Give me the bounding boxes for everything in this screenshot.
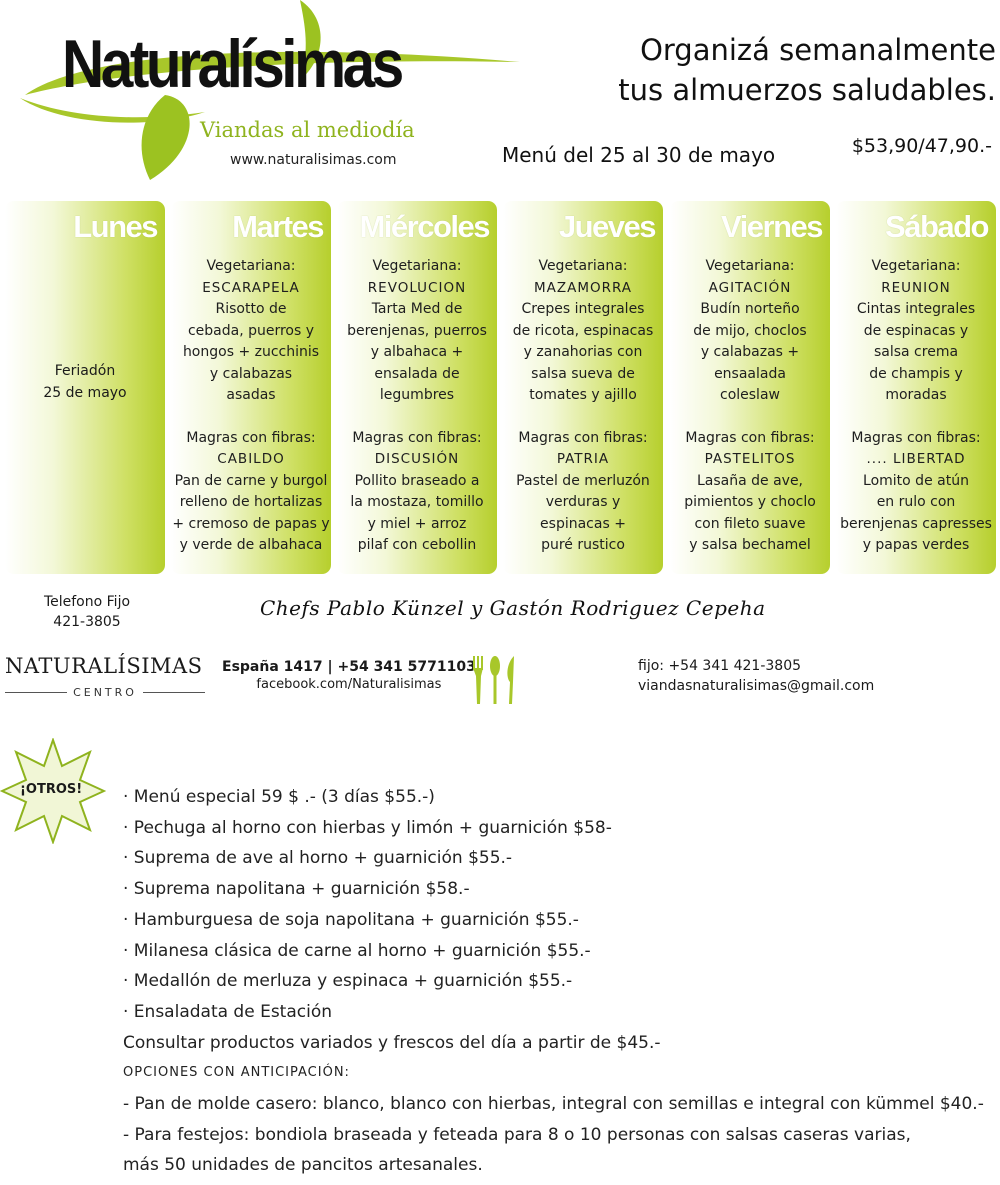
brand-title: Naturalísimas — [62, 26, 404, 102]
address-block: España 1417 | +54 341 5771103 facebook.c… — [222, 658, 476, 694]
veg-label: Vegetariana: — [206, 258, 296, 274]
menu-dates: Menú del 25 al 30 de mayo — [502, 143, 776, 167]
list-item: · Ensaladata de Estación — [123, 1001, 333, 1022]
centro-logo-sub: CENTRO — [5, 686, 206, 699]
day-menu: Vegetariana: REVOLUCION Tarta Med de ber… — [337, 256, 497, 557]
lean-dish: Pastel de merluzón verduras y espinacas … — [516, 472, 650, 554]
list-item: · Milanesa clásica de carne al horno + g… — [123, 940, 591, 961]
lean-name: DISCUSIÓN — [374, 451, 460, 467]
contact-block: fijo: +54 341 421-3805 viandasnaturalisi… — [638, 656, 874, 696]
day-card-sabado: Sábado Vegetariana: REUNION Cintas integ… — [836, 201, 996, 574]
holiday-note: Feriadón 25 de mayo — [43, 363, 127, 401]
option-item: - Para festejos: bondiola braseada y fet… — [123, 1124, 911, 1145]
day-menu: Vegetariana: AGITACIÓN Budín norteño de … — [670, 256, 830, 557]
options-title: OPCIONES CON ANTICIPACIÓN: — [123, 1065, 350, 1081]
day-title: Lunes — [73, 209, 158, 244]
lean-label: Magras con fibras: — [186, 429, 316, 446]
day-title: Martes — [232, 209, 324, 244]
tagline: Organizá semanalmente tus almuerzos salu… — [618, 30, 996, 110]
consult-note: Consultar productos variados y frescos d… — [123, 1032, 661, 1053]
list-item: · Suprema de ave al horno + guarnición $… — [123, 848, 513, 869]
phone-number: Telefono Fijo 421-3805 — [43, 594, 131, 630]
veg-label: Vegetariana: — [871, 258, 961, 274]
centro-sub-text: CENTRO — [73, 686, 137, 699]
tagline-line-2: tus almuerzos saludables. — [618, 73, 996, 107]
cutlery-icon — [473, 656, 514, 704]
veg-dish: Cintas integrales de espinacas y salsa c… — [856, 301, 976, 403]
option-item: más 50 unidades de pancitos artesanales. — [123, 1155, 483, 1176]
otros-badge: ¡OTROS! — [20, 782, 83, 797]
veg-name: ESCARAPELA — [202, 279, 300, 296]
day-card-miercoles: Miércoles Vegetariana: REVOLUCION Tarta … — [337, 201, 497, 574]
veg-name: REVOLUCION — [367, 279, 467, 296]
website-link[interactable]: www.naturalisimas.com — [230, 152, 397, 168]
lean-dish: Pollito braseado a la mostaza, tomillo y… — [350, 472, 484, 554]
others-list: · Menú especial 59 $ .- (3 días $55.-) ·… — [123, 782, 984, 1181]
list-item: · Medallón de merluza y espinaca + guarn… — [123, 971, 573, 992]
lean-label: Magras con fibras: — [851, 429, 981, 446]
tagline-line-1: Organizá semanalmente — [640, 33, 996, 67]
brand-subtitle: Viandas al mediodía — [200, 118, 415, 142]
fijo-phone: fijo: +54 341 421-3805 — [638, 658, 802, 674]
list-item: · Hamburguesa de soja napolitana + guarn… — [123, 909, 579, 930]
lean-name: CABILDO — [217, 451, 285, 467]
lean-dish: Lasaña de ave, pimientos y choclo con fi… — [684, 472, 816, 554]
day-title: Viernes — [721, 209, 823, 244]
veg-name: REUNION — [881, 279, 951, 296]
day-title: Miércoles — [359, 209, 490, 244]
lean-label: Magras con fibras: — [685, 429, 815, 446]
day-menu: Vegetariana: MAZAMORRA Crepes integrales… — [503, 256, 663, 557]
veg-label: Vegetariana: — [372, 258, 462, 274]
veg-dish: Tarta Med de berenjenas, puerros y albah… — [347, 301, 487, 403]
lean-dish: Pan de carne y burgol relleno de hortali… — [172, 472, 330, 554]
veg-dish: Budín norteño de mijo, choclos y calabaz… — [693, 301, 807, 403]
veg-name: AGITACIÓN — [708, 279, 792, 296]
list-item: · Pechuga al horno con hierbas y limón +… — [123, 817, 612, 838]
address-text: España 1417 | +54 341 5771103 — [222, 659, 476, 675]
list-item: · Suprema napolitana + guarnición $58.- — [123, 879, 470, 900]
lean-dish: Lomito de atún en rulo con berenjenas ca… — [840, 472, 992, 554]
day-card-viernes: Viernes Vegetariana: AGITACIÓN Budín nor… — [670, 201, 830, 574]
day-menu: Vegetariana: REUNION Cintas integrales d… — [836, 256, 996, 557]
lean-name: .... LIBERTAD — [866, 451, 966, 467]
chefs-signature: Chefs Pablo Künzel y Gastón Rodriguez Ce… — [260, 596, 766, 620]
veg-dish: Crepes integrales de ricota, espinacas y… — [512, 301, 654, 403]
centro-logo-name: NATURALÍSIMAS — [5, 654, 203, 678]
day-menu: Vegetariana: ESCARAPELA Risotto de cebad… — [171, 256, 331, 557]
logo-leaf-icon — [20, 0, 520, 180]
day-title: Sábado — [885, 209, 989, 244]
day-title: Jueves — [558, 209, 657, 244]
lean-label: Magras con fibras: — [352, 429, 482, 446]
facebook-link[interactable]: facebook.com/Naturalisimas — [256, 677, 442, 692]
day-card-lunes: Lunes Feriadón 25 de mayo — [5, 201, 165, 574]
list-item: · Menú especial 59 $ .- (3 días $55.-) — [123, 787, 435, 807]
day-card-jueves: Jueves Vegetariana: MAZAMORRA Crepes int… — [503, 201, 663, 574]
veg-name: MAZAMORRA — [533, 279, 633, 296]
email-link[interactable]: viandasnaturalisimas@gmail.com — [638, 678, 875, 694]
lean-label: Magras con fibras: — [518, 429, 648, 446]
day-card-martes: Martes Vegetariana: ESCARAPELA Risotto d… — [171, 201, 331, 574]
price: $53,90/47,90.- — [851, 135, 992, 157]
starburst-icon — [0, 738, 106, 844]
veg-label: Vegetariana: — [538, 258, 628, 274]
veg-label: Vegetariana: — [705, 258, 795, 274]
option-item: - Pan de molde casero: blanco, blanco co… — [123, 1094, 984, 1115]
veg-dish: Risotto de cebada, puerros y hongos + zu… — [182, 301, 320, 403]
lean-name: PATRIA — [556, 451, 610, 467]
lean-name: PASTELITOS — [704, 451, 796, 467]
